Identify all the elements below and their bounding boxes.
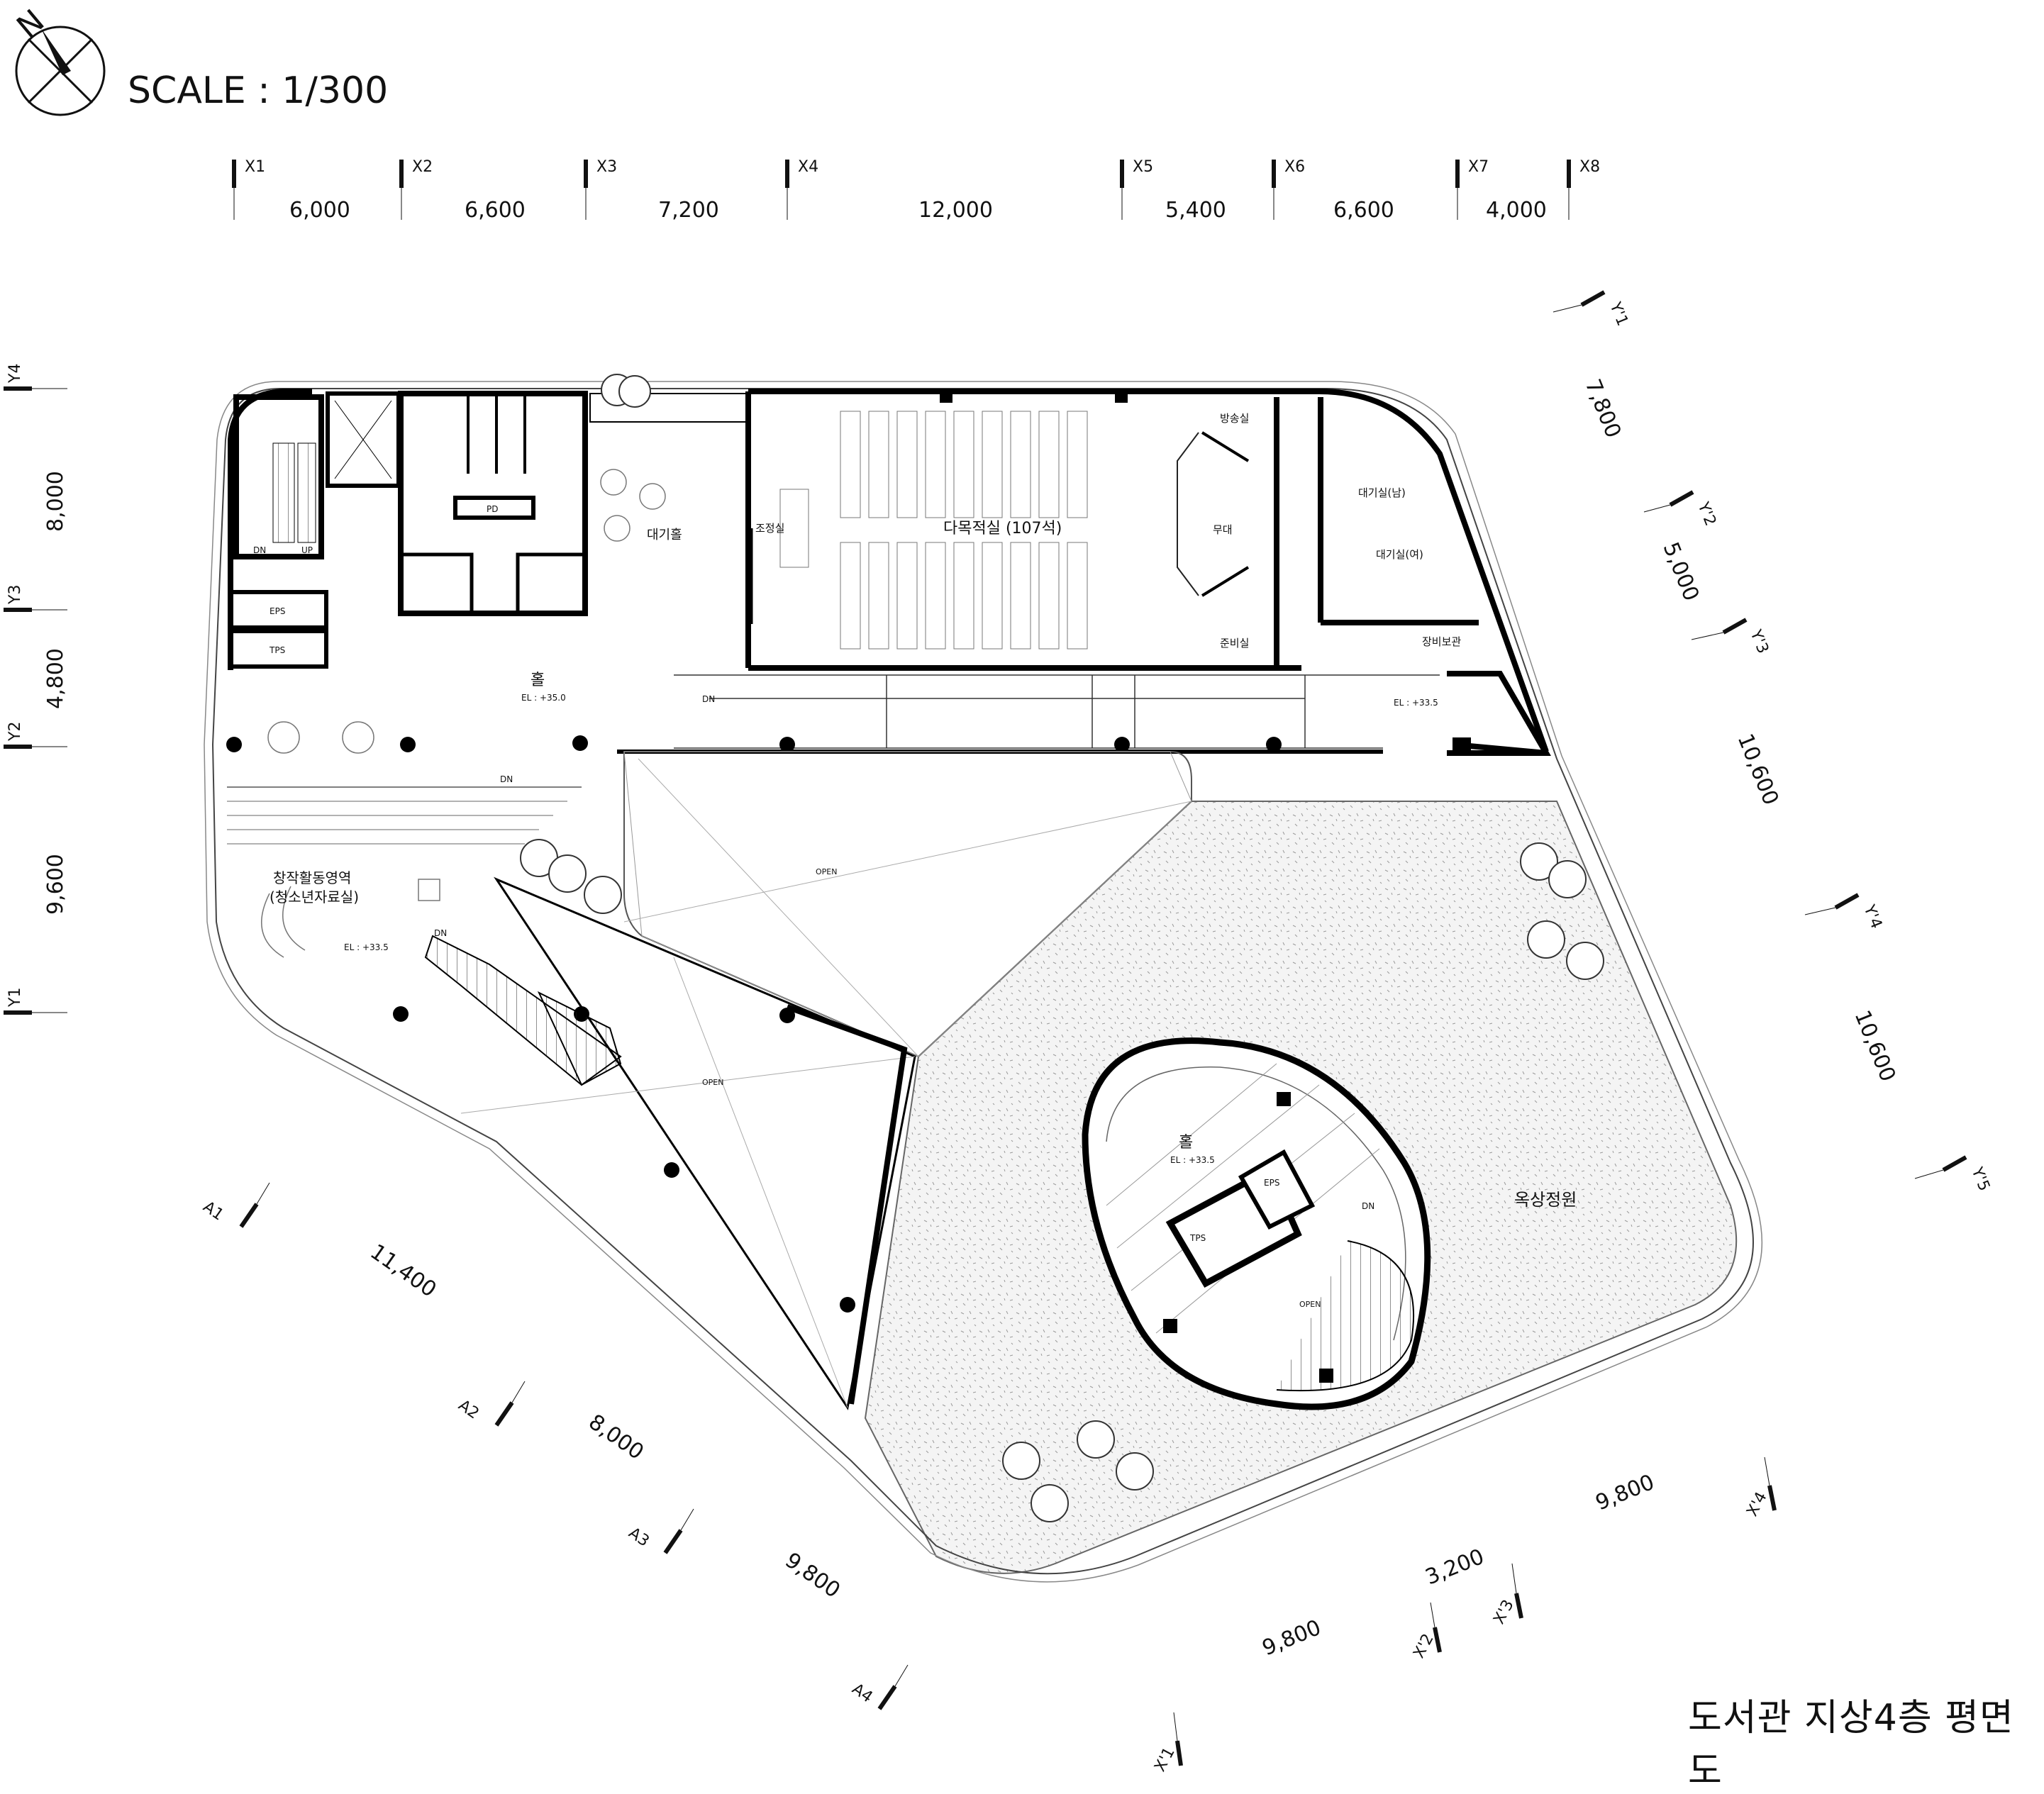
x-prime-1-label: X'1	[1151, 1744, 1179, 1775]
open-label-oval: OPEN	[1299, 1300, 1321, 1309]
waiting-room-women-label: 대기실(여)	[1376, 548, 1423, 561]
el-335-left-label: EL : +33.5	[344, 942, 389, 952]
equipment-storage-label: 장비보관	[1422, 635, 1461, 648]
a-span-1: 11,400	[365, 1239, 440, 1303]
stair-core	[228, 394, 328, 669]
broadcast-room-label: 방송실	[1220, 412, 1249, 425]
x-prime-span-1: 9,800	[1259, 1615, 1325, 1661]
open-label-lower: OPEN	[702, 1078, 723, 1087]
y-prime-1-label: Y'1	[1606, 299, 1631, 328]
a-span-2: 8,000	[584, 1410, 648, 1465]
scale-text: SCALE : 1/300	[128, 69, 388, 112]
x1-label: X1	[245, 158, 265, 176]
y-prime-2-label: Y'2	[1694, 499, 1719, 528]
a3-label: A3	[626, 1524, 652, 1550]
furniture-tables	[267, 469, 666, 901]
y-grid-markers	[4, 386, 32, 1015]
y1-label: Y1	[6, 988, 24, 1008]
dn-label-2: DN	[500, 774, 513, 784]
x-prime-grid-markers	[1175, 1485, 1777, 1766]
y-prime-4-label: Y'4	[1860, 902, 1885, 931]
north-arrow-icon: N	[10, 3, 106, 116]
x-span-3: 7,200	[658, 198, 719, 223]
y-prime-span-4: 10,600	[1850, 1007, 1901, 1085]
y2-label: Y2	[6, 722, 24, 742]
dn-stair-label: DN	[253, 545, 266, 555]
y-span-2: 4,800	[43, 648, 68, 709]
y-prime-span-1: 7,800	[1580, 376, 1626, 442]
creative-area-sub-label: (청소년자료실)	[270, 888, 359, 906]
up-stair-label: UP	[301, 545, 313, 555]
x-span-5: 5,400	[1165, 198, 1226, 223]
x-prime-span-2: 3,200	[1422, 1544, 1488, 1590]
x6-label: X6	[1284, 158, 1305, 176]
el-335-oval-label: EL : +33.5	[1170, 1155, 1215, 1165]
x-prime-4-label: X'4	[1743, 1489, 1771, 1520]
prep-room-label: 준비실	[1220, 637, 1249, 650]
x3-label: X3	[596, 158, 617, 176]
y-span-1: 8,000	[43, 471, 68, 532]
x-span-2: 6,600	[465, 198, 526, 223]
building-outline	[211, 388, 1754, 1575]
x-grid-markers	[232, 160, 1571, 188]
oval-hall	[1082, 1037, 1431, 1410]
x-span-6: 6,600	[1333, 198, 1394, 223]
multipurpose-room-label: 다목적실 (107석)	[943, 520, 1062, 537]
x-prime-3-label: X'3	[1490, 1597, 1518, 1627]
north-block-walls	[228, 389, 1551, 756]
stair-flight-diagonal	[424, 935, 622, 1086]
auditorium-seats	[779, 411, 1088, 650]
a2-label: A2	[455, 1396, 482, 1422]
y3-label: Y3	[6, 585, 24, 605]
x-span-1: 6,000	[289, 198, 350, 223]
hall-main-label: 홀	[531, 672, 545, 689]
a4-label: A4	[849, 1680, 876, 1706]
tree-icons	[520, 374, 1604, 1522]
x-prime-span-3: 9,800	[1592, 1470, 1658, 1516]
y-span-3: 9,600	[43, 854, 68, 915]
el-335-right-label: EL : +33.5	[1394, 698, 1438, 708]
dn-label-3: DN	[434, 928, 447, 938]
tps-label-1: TPS	[269, 645, 285, 655]
x2-label: X2	[412, 158, 433, 176]
core-rooms	[326, 391, 747, 616]
atrium-open-lower	[493, 876, 916, 1410]
x5-label: X5	[1133, 158, 1153, 176]
x-span-7: 4,000	[1486, 198, 1547, 223]
x8-label: X8	[1579, 158, 1600, 176]
north-label: N	[10, 3, 51, 45]
stage-label: 무대	[1213, 523, 1233, 536]
x-prime-2-label: X'2	[1410, 1631, 1438, 1661]
y-prime-span-3: 10,600	[1733, 730, 1784, 808]
creative-area-label: 창작활동영역	[273, 869, 351, 886]
y-prime-5-label: Y'5	[1967, 1164, 1993, 1193]
x4-label: X4	[798, 158, 818, 176]
y-prime-span-2: 5,000	[1658, 539, 1704, 605]
hall-oval-label: 홀	[1179, 1134, 1193, 1152]
a-span-3: 9,800	[780, 1548, 844, 1603]
x-span-4: 12,000	[918, 198, 993, 223]
x7-label: X7	[1468, 158, 1489, 176]
pd-label: PD	[487, 504, 498, 514]
roof-garden-label: 옥상정원	[1514, 1190, 1577, 1210]
eps-label-1: EPS	[270, 606, 285, 616]
a1-label: A1	[200, 1198, 227, 1224]
y-prime-3-label: Y'3	[1746, 627, 1772, 656]
dn-label-4: DN	[1362, 1201, 1374, 1211]
el-35-label: EL : +35.0	[521, 693, 566, 703]
open-label-upper: OPEN	[816, 867, 837, 876]
a-grid-markers	[239, 1203, 897, 1710]
y4-label: Y4	[6, 364, 24, 384]
tps-label-2: TPS	[1189, 1233, 1206, 1243]
y-prime-grid-markers	[1580, 290, 1967, 1172]
waiting-room-men-label: 대기실(남)	[1358, 486, 1406, 499]
eps-label-2: EPS	[1264, 1178, 1279, 1188]
dn-label-1: DN	[702, 694, 715, 704]
control-room-label: 조정실	[755, 522, 784, 535]
drawing-title: 도서관 지상4층 평면도	[1688, 1697, 2014, 1793]
waiting-hall-label: 대기홀	[647, 528, 682, 542]
